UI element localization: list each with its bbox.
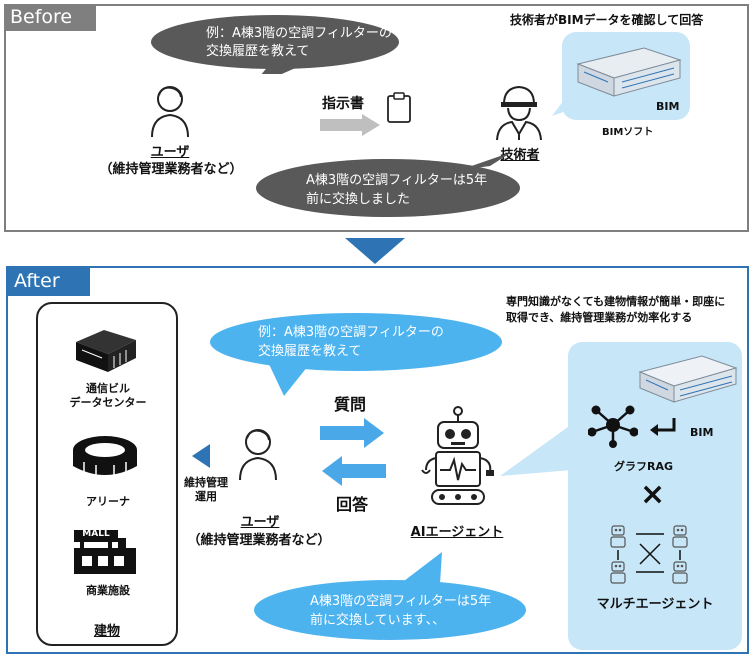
before-question-line1: 例：A棟3階の空調フィルターの xyxy=(206,26,392,41)
before-tab: Before xyxy=(4,4,96,31)
answer-label: 回答 xyxy=(336,495,369,514)
graph-rag-label: グラフRAG xyxy=(614,460,674,473)
before-bim-tag: BIM xyxy=(656,100,680,113)
ops-label-line2: 運用 xyxy=(195,490,217,503)
datacenter-label-line1: 通信ビル xyxy=(86,382,130,395)
ops-label: 維持管理 運用 xyxy=(176,476,236,504)
before-bim-bubble: BIM xyxy=(552,30,692,130)
return-arrow-icon xyxy=(650,418,676,436)
after-question-bubble: 例：A棟3階の空調フィルターの 交換履歴を教えて xyxy=(208,312,518,396)
before-answer-line1: A棟3階の空調フィルターは5年 xyxy=(306,173,488,188)
gray-arrow-icon xyxy=(320,114,380,136)
after-tab: After xyxy=(6,266,90,296)
ai-agent-label: AIエージェント xyxy=(410,525,504,540)
multi-agent-label: マルチエージェント xyxy=(596,597,714,612)
before-question-bubble: 例：A棟3階の空調フィルターの 交換履歴を教えて xyxy=(150,14,400,74)
after-question-line2: 交換履歴を教えて xyxy=(258,344,362,359)
after-bim-tag: BIM xyxy=(690,426,714,439)
ops-label-line1: 維持管理 xyxy=(184,476,228,489)
ops-arrow-icon xyxy=(192,444,210,468)
before-question-line2: 交換履歴を教えて xyxy=(206,44,310,59)
after-answer-line1: A棟3階の空調フィルターは5年 xyxy=(310,594,492,609)
user-icon xyxy=(239,429,277,481)
robot-icon xyxy=(421,406,494,505)
bim-building-icon xyxy=(638,355,738,403)
after-user-sub: （維持管理業務者など） xyxy=(187,533,331,548)
mall-sign-text: MALL xyxy=(82,529,110,539)
before-user-sub: （維持管理業務者など） xyxy=(99,162,243,177)
before-answer-line2: 前に交換しました xyxy=(306,192,411,207)
after-answer-bubble: A棟3階の空調フィルターは5年 前に交換しています、、 xyxy=(250,548,530,642)
after-user-label: ユーザ xyxy=(240,515,280,530)
after-top-note: 専門知識がなくても建物情報が簡単・即座に 取得でき、維持管理業務が効率化する xyxy=(506,294,725,326)
buildings-title: 建物 xyxy=(93,624,120,639)
question-label: 質問 xyxy=(334,395,367,414)
before-top-note: 技術者がBIMデータを確認して回答 xyxy=(510,13,704,27)
multi-agent-icon xyxy=(610,525,688,584)
after-panel xyxy=(6,266,749,654)
arena-icon xyxy=(73,436,137,476)
after-top-note-line2: 取得でき、維持管理業務が効率化する xyxy=(506,311,693,324)
datacenter-icon xyxy=(76,330,136,372)
bim-soft-label: BIMソフト xyxy=(602,127,654,138)
before-answer-bubble: A棟3階の空調フィルターは5年 前に交換しました xyxy=(250,148,522,218)
building-label-datacenter: 通信ビル データセンター xyxy=(58,382,158,410)
cross-icon: × xyxy=(640,477,666,512)
before-panel xyxy=(4,4,749,232)
engineer-label: 技術者 xyxy=(500,148,540,163)
clipboard-icon xyxy=(387,92,411,123)
bim-building-icon xyxy=(576,47,682,97)
after-question-line1: 例：A棟3階の空調フィルターの xyxy=(258,325,444,340)
before-user-label: ユーザ xyxy=(150,145,190,160)
answer-arrow-icon xyxy=(322,456,386,486)
instruction-label: 指示書 xyxy=(322,96,364,112)
mall-icon xyxy=(74,530,136,574)
building-label-arena: アリーナ xyxy=(86,495,130,508)
engineer-icon xyxy=(496,85,542,141)
after-answer-line2: 前に交換しています、、 xyxy=(310,613,446,628)
after-top-note-line1: 専門知識がなくても建物情報が簡単・即座に xyxy=(506,295,726,308)
question-arrow-icon xyxy=(320,418,384,448)
ai-panel-pointer xyxy=(500,424,572,476)
user-icon xyxy=(151,86,189,138)
datacenter-label-line2: データセンター xyxy=(69,396,147,409)
building-label-mall: 商業施設 xyxy=(86,584,130,597)
transition-arrow-icon xyxy=(345,238,405,264)
buildings-box xyxy=(36,302,178,646)
graph-network-icon xyxy=(588,405,638,448)
